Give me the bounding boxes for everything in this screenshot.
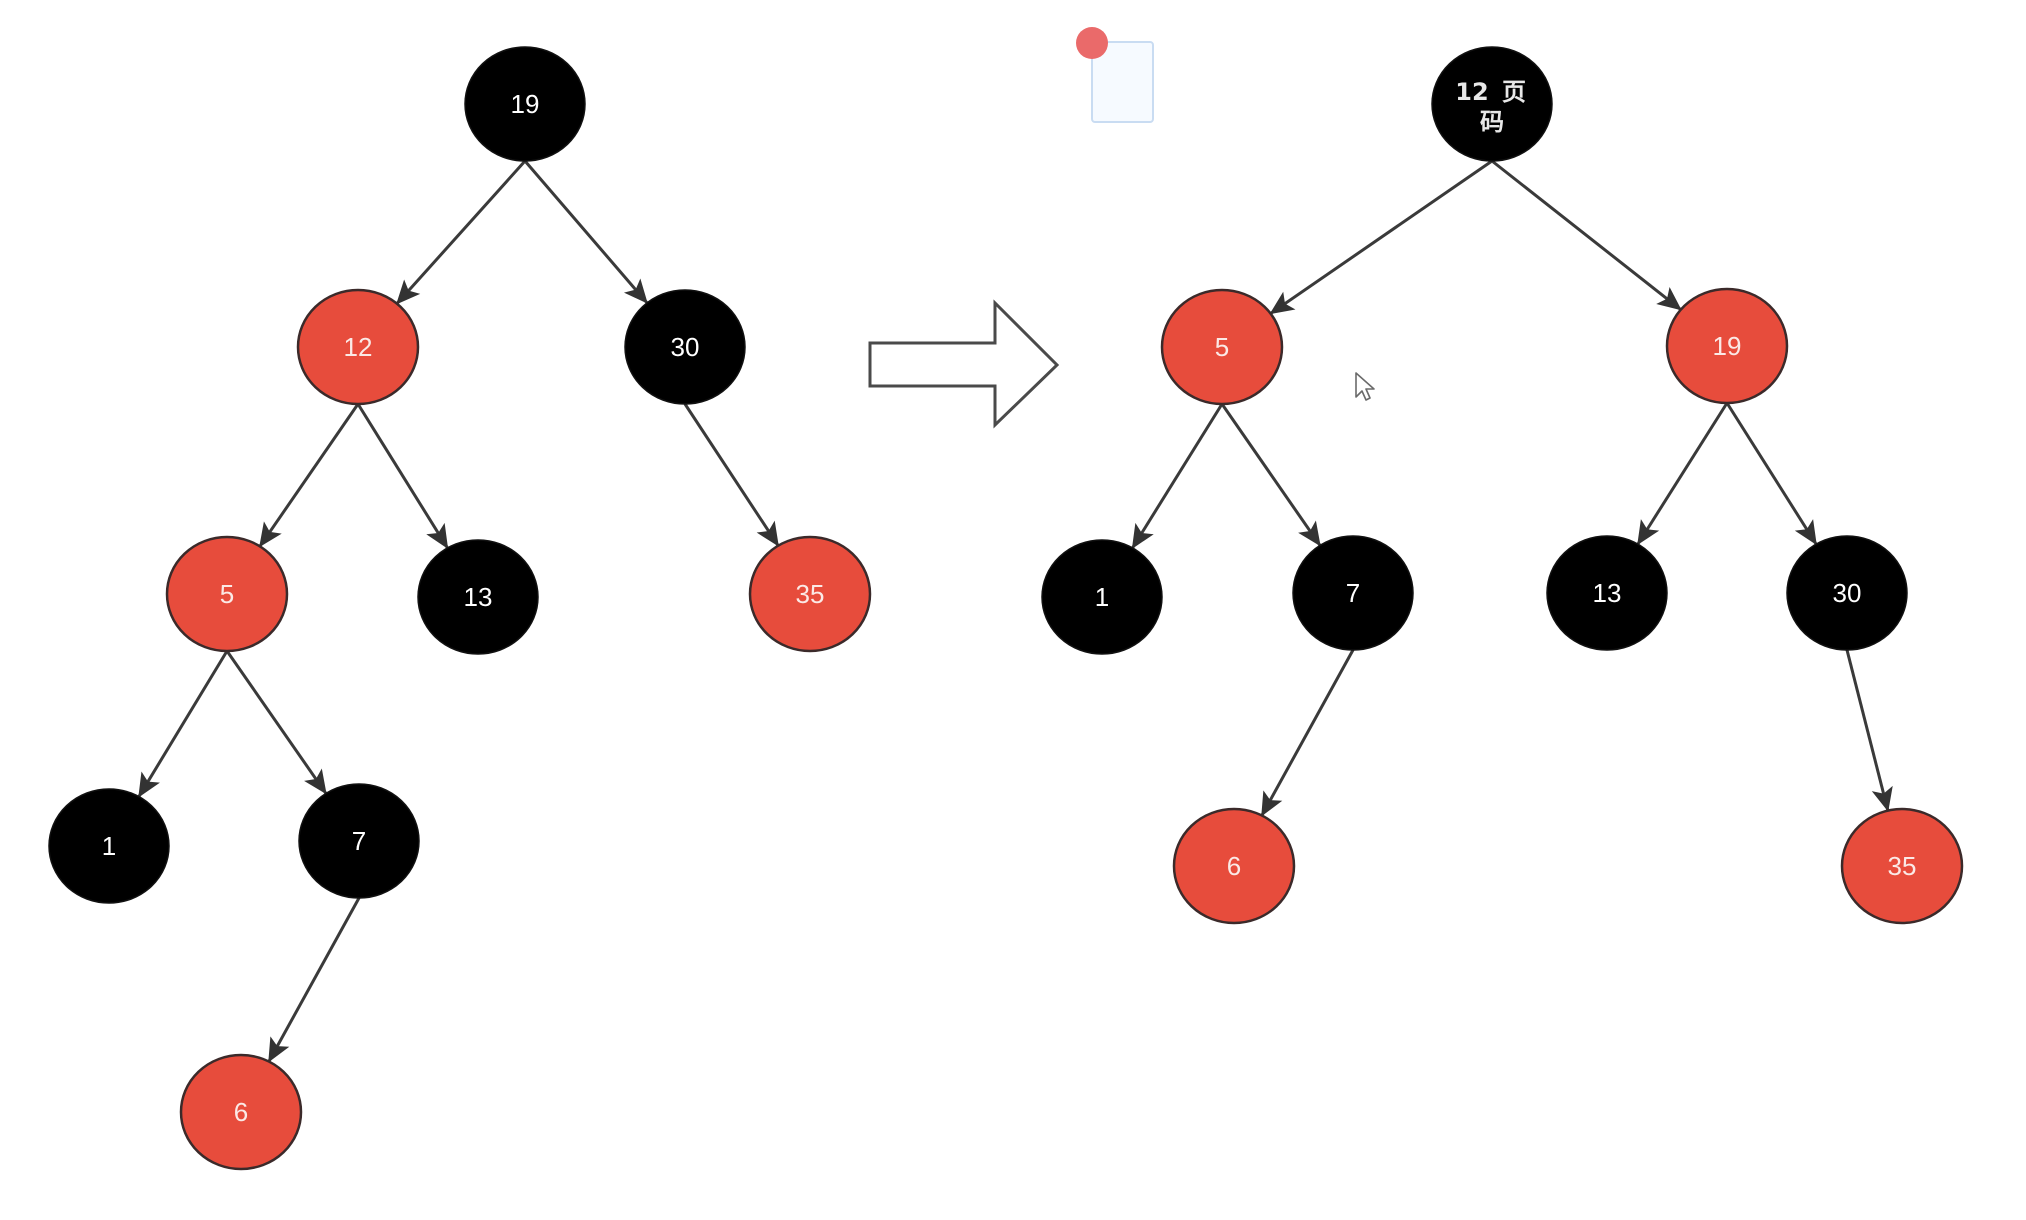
edge-19-to-13 xyxy=(1636,402,1729,546)
after-node-6[interactable]: 6 xyxy=(1172,807,1296,925)
after-node-7[interactable]: 7 xyxy=(1292,535,1414,651)
edge-30-to-35 xyxy=(1845,649,1893,812)
black-node-circle xyxy=(1292,535,1414,651)
black-node-circle xyxy=(464,46,586,162)
edge-7-to-6 xyxy=(267,897,361,1063)
node-label: 12 xyxy=(1455,78,1488,106)
black-node-circle xyxy=(1546,535,1668,651)
black-node-circle xyxy=(1786,535,1908,651)
node-label: 13 xyxy=(1593,578,1622,608)
red-node-circle xyxy=(748,535,872,653)
after-tree-edges xyxy=(1131,159,1893,817)
before-node-5[interactable]: 5 xyxy=(165,535,289,653)
edge-7-to-6 xyxy=(1260,649,1355,817)
node-label: 7 xyxy=(1346,578,1360,608)
node-label: 6 xyxy=(1227,851,1241,881)
before-node-12[interactable]: 12 xyxy=(296,288,420,406)
edge-12-to-19 xyxy=(1491,159,1682,311)
edge-19-to-30 xyxy=(523,160,649,304)
before-node-13[interactable]: 13 xyxy=(417,539,539,655)
red-node-circle xyxy=(296,288,420,406)
node-label: 30 xyxy=(671,332,700,362)
after-tree: 12 页码 5 19 1 7 13 30 6 35 xyxy=(1041,46,1964,925)
red-node-circle xyxy=(1160,288,1284,406)
node-label: 35 xyxy=(1888,851,1917,881)
edge-12-to-5 xyxy=(258,403,360,548)
black-node-circle xyxy=(48,788,170,904)
red-node-circle xyxy=(165,535,289,653)
black-node-circle xyxy=(1431,46,1553,162)
edge-30-to-35 xyxy=(683,403,780,547)
edge-19-to-12 xyxy=(395,159,527,305)
before-tree-edges xyxy=(137,159,780,1063)
edge-12-to-13 xyxy=(356,403,449,549)
node-label: 30 xyxy=(1833,578,1862,608)
black-node-circle xyxy=(1041,539,1163,655)
node-label: 13 xyxy=(464,582,493,612)
red-node-circle xyxy=(1172,807,1296,925)
red-node-circle xyxy=(1840,807,1964,925)
after-node-1[interactable]: 1 xyxy=(1041,539,1163,655)
page-placeholder-icon[interactable] xyxy=(1076,27,1154,123)
after-node-30[interactable]: 30 xyxy=(1786,535,1908,651)
edge-5-to-1 xyxy=(1131,403,1224,549)
node-label: 1 xyxy=(102,831,116,861)
before-node-7[interactable]: 7 xyxy=(298,783,420,899)
after-node-35[interactable]: 35 xyxy=(1840,807,1964,925)
after-node-5[interactable]: 5 xyxy=(1160,288,1284,406)
node-label: 19 xyxy=(1713,331,1742,361)
after-node-12[interactable]: 12 页码 xyxy=(1431,46,1553,162)
node-label: 5 xyxy=(220,579,234,609)
node-label: 1 xyxy=(1095,582,1109,612)
edge-5-to-7 xyxy=(225,650,328,795)
node-label: 7 xyxy=(352,826,366,856)
before-node-30[interactable]: 30 xyxy=(624,289,746,405)
notification-dot-icon xyxy=(1076,27,1108,59)
mouse-pointer-icon xyxy=(1355,372,1375,401)
edge-12-to-5 xyxy=(1269,159,1493,315)
node-label: 35 xyxy=(796,579,825,609)
node-label-overlay: 页 xyxy=(1502,78,1526,106)
red-node-circle xyxy=(1665,287,1789,405)
after-node-19[interactable]: 19 xyxy=(1665,287,1789,405)
before-tree: 19 12 30 5 13 35 1 7 6 xyxy=(48,46,872,1171)
transform-arrow-icon xyxy=(868,299,1060,429)
node-label: 19 xyxy=(511,89,540,119)
node-label: 5 xyxy=(1215,332,1229,362)
red-node-circle xyxy=(179,1053,303,1171)
before-node-6[interactable]: 6 xyxy=(179,1053,303,1171)
black-node-circle xyxy=(298,783,420,899)
before-node-1[interactable]: 1 xyxy=(48,788,170,904)
black-node-circle xyxy=(624,289,746,405)
before-node-19[interactable]: 19 xyxy=(464,46,586,162)
edge-5-to-1 xyxy=(137,650,229,798)
after-node-13[interactable]: 13 xyxy=(1546,535,1668,651)
edge-5-to-7 xyxy=(1220,403,1322,547)
edge-19-to-30 xyxy=(1725,402,1818,546)
node-label: 12 xyxy=(344,332,373,362)
node-label: 6 xyxy=(234,1097,248,1127)
before-node-35[interactable]: 35 xyxy=(748,535,872,653)
black-node-circle xyxy=(417,539,539,655)
node-label-overlay-line2: 码 xyxy=(1480,108,1504,136)
